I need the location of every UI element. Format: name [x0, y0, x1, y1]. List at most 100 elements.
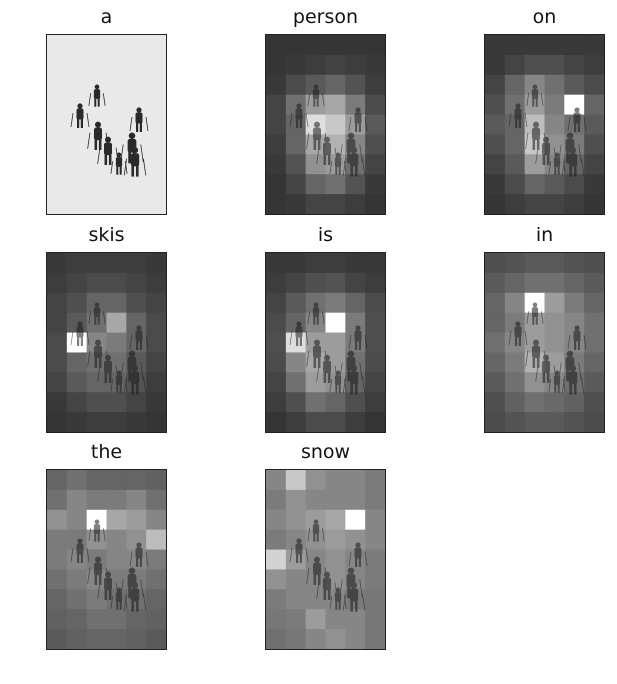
heatmap-cell: [325, 392, 346, 413]
heatmap-cell: [126, 312, 147, 334]
heatmap-cell: [285, 154, 307, 175]
heatmap-cell: [47, 489, 68, 511]
heatmap-cell: [504, 194, 526, 214]
heatmap-cell: [365, 94, 385, 116]
heatmap-cell: [544, 74, 565, 96]
heatmap-cell: [564, 312, 585, 334]
heatmap-cell: [146, 253, 166, 274]
heatmap-cell: [564, 174, 585, 195]
heatmap-cell: [524, 253, 545, 274]
skier-overlay: [508, 84, 587, 177]
heatmap-cell: [504, 54, 526, 76]
heatmap-cell: [524, 372, 545, 393]
skier-overlay: [289, 519, 368, 612]
skier-group: [70, 84, 149, 177]
heatmap-cell: [86, 272, 107, 294]
heatmap-cell: [266, 154, 287, 175]
heatmap-cell: [106, 509, 127, 531]
heatmap-cell: [305, 194, 326, 214]
heatmap-cell: [285, 589, 307, 610]
heatmap-cell: [584, 372, 604, 393]
heatmap-cell: [365, 154, 385, 175]
heatmap-cell: [524, 154, 545, 175]
heatmap-cell: [584, 174, 604, 195]
heatmap-cell: [365, 114, 385, 135]
heatmap-cell: [126, 489, 147, 511]
heatmap-cell: [365, 569, 385, 590]
heatmap-cell: [325, 489, 346, 511]
heatmap-cell: [504, 35, 526, 56]
heatmap-cell: [47, 549, 68, 570]
heatmap-cell: [504, 253, 526, 274]
heatmap-cell: [544, 114, 565, 135]
heatmap-cell: [66, 589, 88, 610]
heatmap-cell: [86, 253, 107, 274]
heatmap-cell: [266, 392, 287, 413]
heatmap-cell: [485, 54, 506, 76]
heatmap-cell: [544, 194, 565, 214]
heatmap-cell: [544, 292, 565, 314]
heatmap-cell: [266, 272, 287, 294]
heatmap-cell: [86, 629, 107, 649]
heatmap-cell: [126, 272, 147, 294]
heatmap-cell: [365, 589, 385, 610]
heatmap-cell: [345, 470, 366, 491]
heatmap-graphic: [266, 35, 385, 214]
heatmap-cell: [106, 629, 127, 649]
heatmap-cell: [126, 509, 147, 531]
heatmap-cell: [266, 292, 287, 314]
heatmap-cell: [86, 609, 107, 630]
heatmap-cell: [66, 509, 88, 531]
heatmap-cell: [365, 529, 385, 551]
heatmap-cell: [47, 312, 68, 334]
skier-overlay: [508, 302, 587, 395]
heatmap-cell: [146, 272, 166, 294]
heatmap-graphic: [47, 253, 166, 432]
heatmap-cell: [584, 352, 604, 373]
heatmap-cell: [584, 54, 604, 76]
heatmap-cell: [325, 470, 346, 491]
heatmap-cell: [325, 35, 346, 56]
heatmap-cell: [345, 392, 366, 413]
heatmap-cell: [47, 292, 68, 314]
heatmap-cell: [266, 54, 287, 76]
heatmap-cell: [504, 174, 526, 195]
heatmap-cell: [504, 134, 526, 155]
heatmap-cell: [266, 332, 287, 353]
heatmap-cell: [285, 194, 307, 214]
heatmap-cell: [584, 312, 604, 334]
heatmap-cell: [266, 114, 287, 135]
heatmap-cell: [86, 529, 107, 551]
heatmap-cell: [285, 292, 307, 314]
heatmap-cell: [47, 332, 68, 353]
heatmap-cell: [146, 470, 166, 491]
heatmap-cell: [47, 529, 68, 551]
heatmap-cell: [325, 74, 346, 96]
heatmap-cell: [47, 629, 68, 649]
heatmap-cell: [345, 74, 366, 96]
heatmap-cell: [564, 194, 585, 214]
heatmap-cell: [305, 392, 326, 413]
heatmap-cell: [266, 569, 287, 590]
heatmap-cell: [86, 589, 107, 610]
heatmap-cell: [266, 489, 287, 511]
attention-heatmap: [265, 469, 386, 650]
heatmap-cell: [544, 412, 565, 432]
heatmap-cell: [285, 609, 307, 630]
heatmap-cell: [146, 489, 166, 511]
heatmap-cell: [106, 332, 127, 353]
heatmap-cell: [146, 529, 166, 551]
heatmap-cell: [345, 509, 366, 531]
panel-word-label: a: [100, 6, 113, 28]
heatmap-cell: [544, 94, 565, 116]
heatmap-cell: [584, 94, 604, 116]
heatmap-cell: [524, 312, 545, 334]
attention-heatmap: [46, 252, 167, 433]
heatmap-cell: [504, 412, 526, 432]
heatmap-cell: [266, 589, 287, 610]
heatmap-cell: [305, 253, 326, 274]
heatmap-cell: [365, 629, 385, 649]
heatmap-cell: [485, 35, 506, 56]
heatmap-cell: [345, 54, 366, 76]
heatmap-cell: [66, 292, 88, 314]
